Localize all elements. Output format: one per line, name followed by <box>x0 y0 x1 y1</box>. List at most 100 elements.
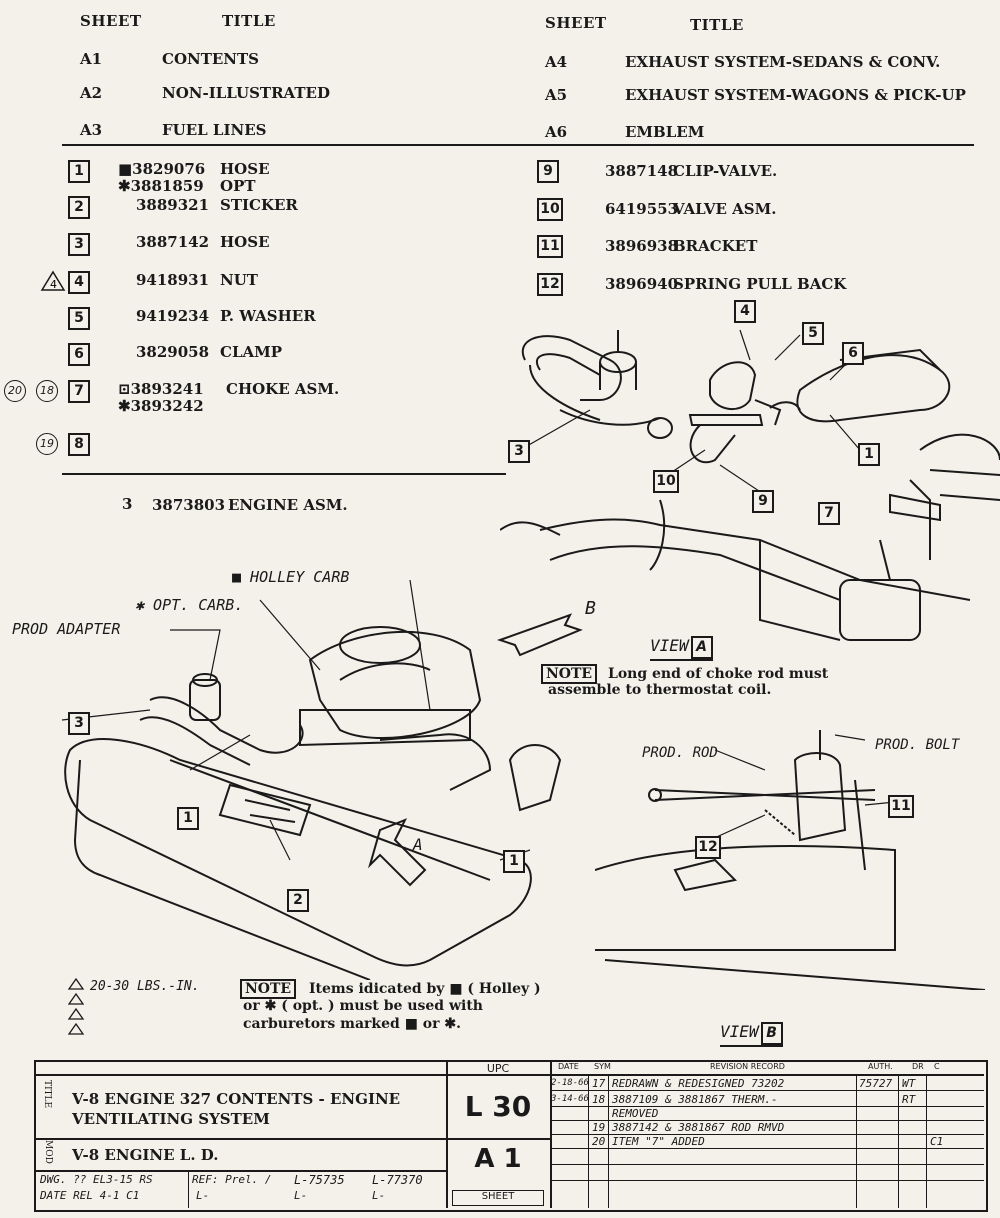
model-side-label: MOD <box>43 1140 53 1164</box>
sheet-a5-title: EXHAUST SYSTEM-WAGONS & PICK-UP <box>625 86 966 104</box>
torque-symbols-icon <box>68 978 85 1035</box>
part-name: CHOKE ASM. <box>226 380 340 398</box>
sheet-a4-title: EXHAUST SYSTEM-SEDANS & CONV. <box>625 53 941 71</box>
item-number-box: 6 <box>68 343 90 366</box>
date-rel: DATE REL 4-1 C1 <box>40 1189 140 1202</box>
callout-box-2: 2 <box>287 889 309 912</box>
note-choke: NOTE Long end of choke rod must <box>541 664 828 684</box>
part-number: 3829058 <box>136 343 210 361</box>
rev-text: 3887142 & 3881867 ROD RMVD <box>612 1121 785 1134</box>
part-number: 3887142 <box>136 233 210 251</box>
item-number-box: 8 <box>68 433 90 456</box>
note-tag: NOTE <box>541 664 598 684</box>
rev-header-record: REVISION RECORD <box>710 1062 785 1071</box>
ref-l3: L- <box>196 1189 210 1202</box>
sheet-a1-code: A1 <box>80 50 103 68</box>
part-name: P. WASHER <box>220 307 316 325</box>
dwg-number: DWG. ?? EL3-15 RS <box>40 1173 153 1186</box>
note-choke-line2: assemble to thermostat coil. <box>548 682 772 698</box>
header-sheet-left: SHEET <box>80 12 142 30</box>
callout-box-11: 11 <box>888 795 914 818</box>
callout-box-1: 1 <box>177 807 199 830</box>
model-row: MOD V-8 ENGINE L. D. <box>36 1138 446 1172</box>
sheet-a3-code: A3 <box>80 121 103 139</box>
part-number: ⊡3893241 <box>118 380 204 398</box>
upc-value: L 30 <box>464 1090 532 1123</box>
part-number: 3896938 <box>605 237 679 255</box>
part-name: NUT <box>220 271 258 289</box>
header-sheet-right: SHEET <box>545 14 607 32</box>
rev-text: ITEM "7" ADDED <box>612 1135 705 1148</box>
note-line1: Items idicated by ■ ( Holley ) <box>308 981 541 997</box>
rev-sym: 20 <box>592 1135 606 1148</box>
item-number-box: 1 <box>68 160 90 183</box>
rev-text: 3887109 & 3881867 THERM.- <box>612 1093 778 1106</box>
ref-l5: L- <box>372 1189 386 1202</box>
callout-box-1: 1 <box>858 443 880 466</box>
rev-header-auth: AUTH. <box>868 1062 893 1071</box>
note-line3: carburetors marked ■ or ✱. <box>243 1016 461 1032</box>
ref-l4: L- <box>294 1189 308 1202</box>
part-name: CLAMP <box>220 343 283 361</box>
item-number-box: 7 <box>68 380 90 403</box>
torque-value: 20-30 LBS.-IN. <box>90 979 200 994</box>
parts-list-divider <box>62 473 506 475</box>
callout-box-6: 6 <box>842 342 864 365</box>
title-row: TITLE V-8 ENGINE 327 CONTENTS - ENGINE V… <box>36 1074 446 1140</box>
revision-ref-circle: 18 <box>36 380 58 402</box>
callout-box-1: 1 <box>503 850 525 873</box>
revision-ref-circle: 19 <box>36 433 58 455</box>
upc-section: UPC L 30 A 1 SHEET <box>446 1062 552 1208</box>
title-block-left: TITLE V-8 ENGINE 327 CONTENTS - ENGINE V… <box>36 1062 448 1208</box>
part-name: STICKER <box>220 196 298 214</box>
item-number-box: 2 <box>68 196 90 219</box>
note-line2: or ✱ ( opt. ) must be used with <box>243 998 483 1014</box>
header-title-right: TITLE <box>690 16 744 34</box>
item-number-box: 3 <box>68 233 90 256</box>
part-name: VALVE ASM. <box>673 200 777 218</box>
sheet-a5-code: A5 <box>545 86 568 104</box>
callout-box-7: 7 <box>818 502 840 525</box>
note-items: NOTE Items idicated by ■ ( Holley ) <box>240 979 541 999</box>
sheet-a3-title: FUEL LINES <box>162 121 267 139</box>
rev-sym: 18 <box>592 1093 606 1106</box>
arrow-b-label: B <box>585 598 596 619</box>
rev-auth: 75727 <box>859 1077 893 1090</box>
rev-dr: C1 <box>930 1135 944 1148</box>
part-name: BRACKET <box>673 237 758 255</box>
callout-box-10: 10 <box>653 470 679 493</box>
sheet-code: A 1 <box>474 1144 522 1174</box>
sheet-a2-title: NON-ILLUSTRATED <box>162 84 330 102</box>
title-line1: V-8 ENGINE 327 CONTENTS - ENGINE <box>72 1090 401 1108</box>
sheet-a6-code: A6 <box>545 123 568 141</box>
part-number: 3896940 <box>605 275 679 293</box>
engine-asm-symbol: 3 <box>122 495 133 513</box>
title-side-label: TITLE <box>42 1080 52 1109</box>
view-a-illustration <box>500 329 1000 641</box>
part-number: 9419234 <box>136 307 210 325</box>
rev-dr: WT <box>902 1077 916 1090</box>
part-alt-number: ✱3893242 <box>118 397 204 415</box>
part-number: 3889321 <box>136 196 210 214</box>
prod-rod-label: PROD. ROD <box>642 745 718 761</box>
model-name: V-8 ENGINE L. D. <box>72 1146 219 1164</box>
sheet-a2-code: A2 <box>80 84 103 102</box>
arrow-a-label: A <box>413 835 423 854</box>
part-number: 9418931 <box>136 271 210 289</box>
note-tag: NOTE <box>240 979 297 999</box>
callout-box-9: 9 <box>752 490 774 513</box>
ref-label: REF: Prel. / <box>192 1173 272 1186</box>
sheet-label: SHEET <box>452 1190 544 1206</box>
revision-ref-circle: 20 <box>4 380 26 402</box>
part-name: SPRING PULL BACK <box>673 275 847 293</box>
divider <box>188 1170 189 1208</box>
rev-sym: 17 <box>592 1077 606 1090</box>
revision-record: DATE SYM REVISION RECORD AUTH. DR C 2-18… <box>550 1062 984 1208</box>
note-text: Long end of choke rod must <box>607 666 829 682</box>
item-number-box: 11 <box>537 235 563 258</box>
rev-header-c: C <box>934 1062 940 1071</box>
upc-label: UPC <box>486 1062 510 1075</box>
callout-box-5: 5 <box>802 322 824 345</box>
